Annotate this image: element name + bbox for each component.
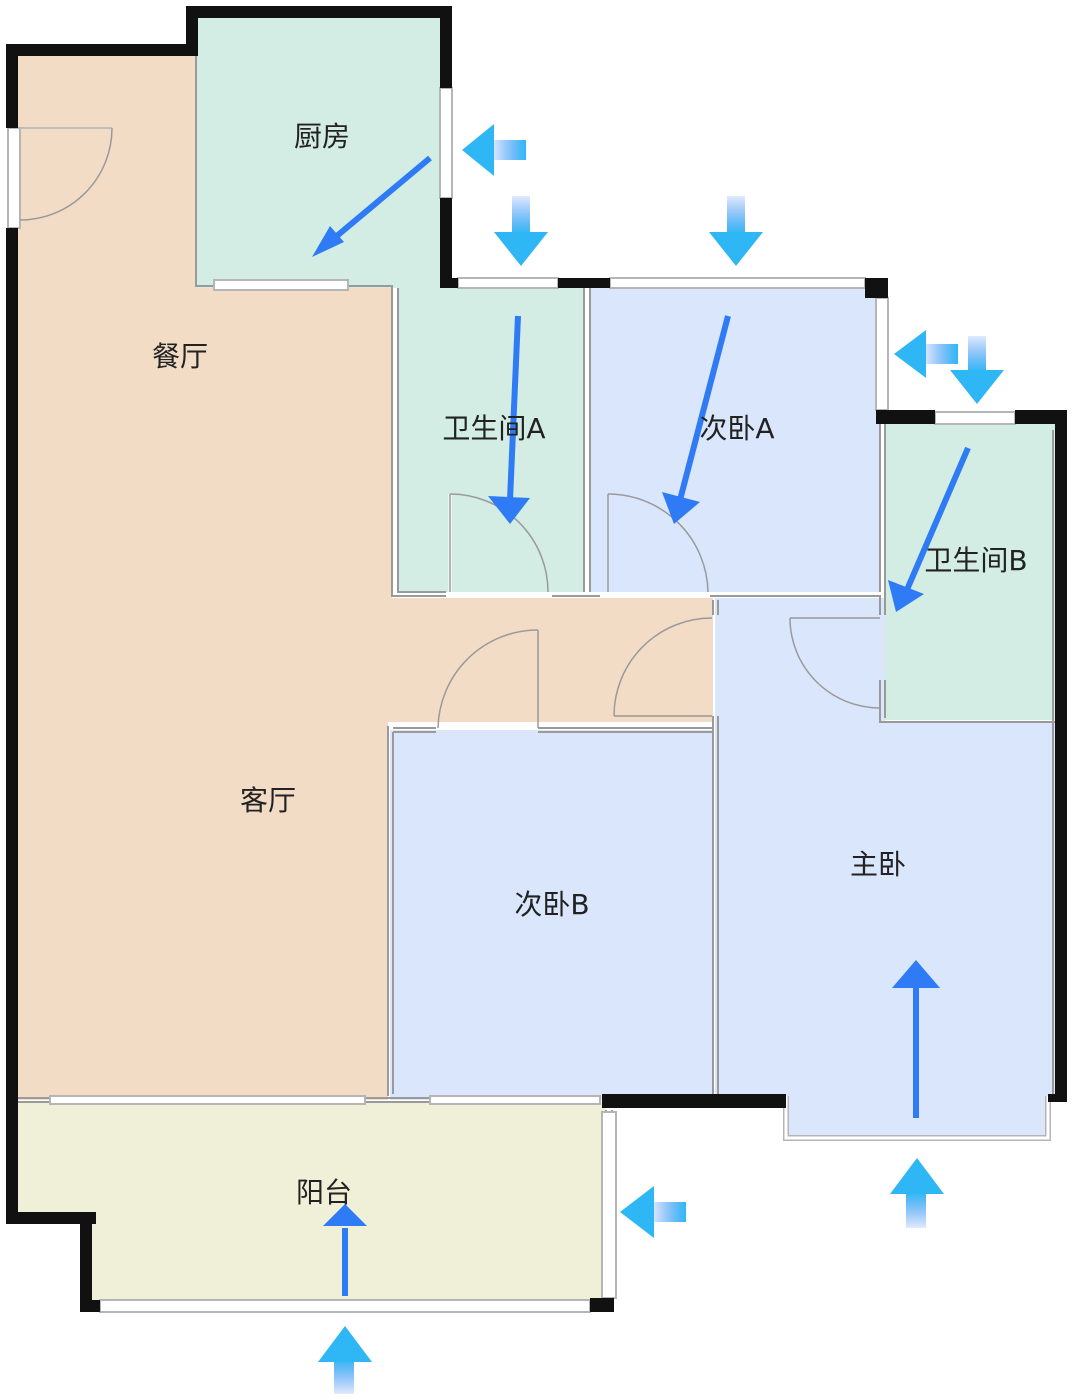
door-swing-icon xyxy=(613,617,713,717)
room-label-living: 客厅 xyxy=(240,784,296,817)
balcony-front-window xyxy=(99,1299,591,1313)
bedroom-b-area xyxy=(390,730,713,1100)
room-label-bedroom-a: 次卧A xyxy=(699,412,774,445)
room-label-dining: 餐厅 xyxy=(152,340,208,373)
bedroom-a-window xyxy=(609,277,866,289)
airflow-arrows xyxy=(312,155,971,1296)
light-inlet-arrow-icon xyxy=(950,336,1004,404)
room-label-bath-b: 卫生间B xyxy=(924,544,1027,577)
light-inlet-arrow-icon xyxy=(318,1326,372,1394)
airflow-arrow-icon xyxy=(312,155,432,257)
bath-a-window xyxy=(457,277,559,289)
bedroom-b-balcony-opening xyxy=(429,1095,601,1105)
door-swing-icon xyxy=(19,127,113,221)
room-label-kitchen: 厨房 xyxy=(294,120,350,153)
kitchen-bottom-opening xyxy=(213,279,349,291)
airflow-arrow-icon xyxy=(323,1204,367,1296)
light-inlet-arrow-icon xyxy=(894,330,958,378)
room-fills xyxy=(14,12,1060,1305)
airflow-arrow-icon xyxy=(892,960,940,1118)
light-inlet-arrows xyxy=(318,124,1004,1394)
door-swing-icon xyxy=(448,493,549,593)
door-swing-icon xyxy=(437,629,539,729)
exterior-walls xyxy=(6,6,1067,1312)
room-label-balcony: 阳台 xyxy=(296,1176,352,1209)
room-label-master: 主卧 xyxy=(850,848,906,881)
living-dining-area xyxy=(14,52,713,1100)
living-balcony-sliding-door xyxy=(49,1095,366,1105)
bedroom-a-side-window xyxy=(875,297,889,411)
door-swing-icon xyxy=(607,493,709,593)
kitchen-window xyxy=(439,87,453,199)
door-swings xyxy=(19,127,881,729)
light-inlet-arrow-icon xyxy=(494,196,548,266)
door-swing-icon xyxy=(789,617,881,709)
airflow-arrow-icon xyxy=(488,315,530,524)
room-labels: 厨房 餐厅 卫生间A 次卧A 卫生间B 客厅 次卧B 主卧 阳台 xyxy=(152,120,1028,1209)
bedroom-a-area xyxy=(590,287,880,592)
balcony-side-window xyxy=(601,1111,617,1299)
light-inlet-arrow-icon xyxy=(709,196,763,266)
airflow-arrow-icon xyxy=(888,446,971,612)
light-inlet-arrow-icon xyxy=(620,1186,686,1238)
room-label-bedroom-b: 次卧B xyxy=(514,888,589,921)
bath-a-area xyxy=(398,287,584,592)
light-inlet-arrow-icon xyxy=(462,124,526,176)
room-label-bath-a: 卫生间A xyxy=(442,412,545,445)
balcony-area xyxy=(16,1102,606,1305)
bath-b-window xyxy=(934,411,1016,425)
interior-walls xyxy=(16,52,1057,1300)
entry-opening xyxy=(7,127,21,229)
airflow-arrow-icon xyxy=(662,315,731,524)
light-inlet-arrow-icon xyxy=(890,1158,944,1228)
